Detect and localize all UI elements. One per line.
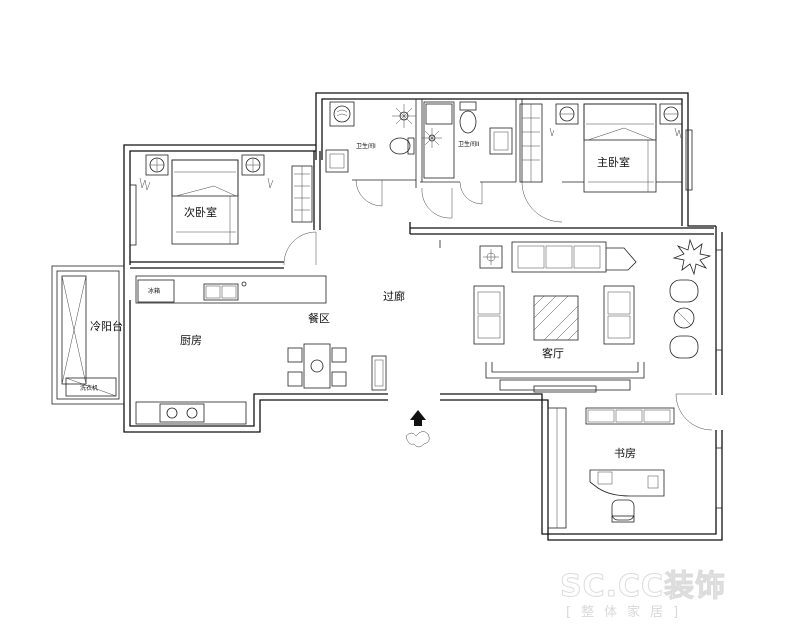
label-dining: 餐区 [308, 311, 330, 325]
label-bathroom-2: 卫生间II [458, 140, 480, 148]
label-corridor: 过廊 [383, 289, 405, 303]
label-bathroom-1: 卫生间I [356, 142, 376, 150]
kitchen-furniture [135, 279, 247, 425]
master-bedroom-furniture [549, 103, 683, 193]
label-washing-machine: 洗衣机 [80, 384, 98, 392]
room-labels: 主卧室 次卧室 冷阳台 厨房 餐区 过廊 客厅 书房 卫生间I 卫生间II 冰箱… [80, 140, 636, 460]
watermark: SC.CC装饰 [整体家居] [560, 569, 726, 621]
label-cold-balcony: 冷阳台 [90, 319, 123, 333]
doors [123, 179, 713, 431]
living-room-furniture [473, 238, 712, 359]
label-kitchen: 厨房 [180, 334, 202, 347]
bathroom-fixtures [325, 101, 543, 183]
interior-walls [130, 99, 714, 379]
windows [61, 129, 723, 529]
label-master-bedroom: 主卧室 [597, 155, 630, 169]
label-fridge: 冰箱 [148, 287, 160, 295]
label-second-bedroom: 次卧室 [184, 205, 217, 219]
entry-arrow-icon [405, 410, 430, 448]
balcony-fixtures [65, 377, 117, 397]
label-living-room: 客厅 [542, 346, 564, 360]
dining-furniture [287, 343, 387, 391]
watermark-subtitle: [整体家居] [566, 604, 688, 620]
label-study: 书房 [614, 447, 636, 460]
study-furniture [585, 407, 675, 523]
second-bedroom-furniture [139, 154, 313, 245]
watermark-brand: SC.CC装饰 [560, 569, 726, 604]
